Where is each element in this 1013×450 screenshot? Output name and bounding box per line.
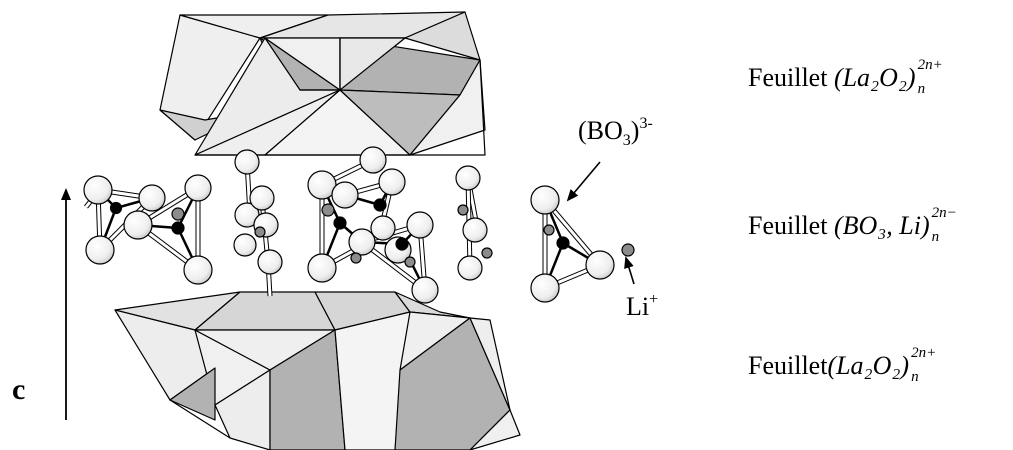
label-sheet-top-sub: n bbox=[917, 81, 926, 97]
label-sheet-middle-word: Feuillet bbox=[748, 210, 828, 240]
label-lithium: Li+ bbox=[626, 291, 659, 321]
lithium-pointer-arrow bbox=[624, 256, 635, 285]
borate-group-3 bbox=[233, 149, 283, 297]
label-sheet-middle: Feuillet (BO₃, Li)2n− n bbox=[748, 206, 964, 246]
borate-group-7 bbox=[455, 165, 493, 281]
borate-group-2 bbox=[123, 174, 213, 285]
label-sheet-bottom-sup: 2n+ bbox=[911, 345, 937, 361]
borate-group-8 bbox=[530, 185, 615, 303]
bo3-li-sheet bbox=[83, 146, 635, 304]
label-sheet-top-sup: 2n+ bbox=[917, 57, 943, 73]
label-c-axis: c bbox=[12, 373, 26, 406]
label-sheet-middle-sub: n bbox=[931, 229, 940, 245]
bottom-la2o2-sheet bbox=[114, 291, 521, 450]
label-lithium-sup: + bbox=[649, 291, 659, 308]
label-borate-base: (BO bbox=[578, 116, 623, 145]
label-borate-close: ) bbox=[630, 116, 640, 145]
lithium-ion bbox=[621, 243, 635, 257]
label-lithium-base: Li bbox=[626, 292, 650, 321]
label-sheet-bottom-formula: (La₂O₂) bbox=[827, 350, 910, 380]
label-borate: (BO3)3- bbox=[578, 115, 653, 149]
label-sheet-bottom: Feuillet(La₂O₂)2n+ n bbox=[748, 346, 943, 386]
borate-pointer-arrow bbox=[566, 161, 601, 202]
borate-group-1 bbox=[83, 175, 185, 265]
label-sheet-top: Feuillet (La₂O₂)2n+ n bbox=[748, 58, 950, 98]
label-sheet-top-formula: (La₂O₂) bbox=[833, 62, 916, 92]
label-sheet-bottom-sub: n bbox=[911, 369, 919, 385]
label-sheet-top-word: Feuillet bbox=[748, 62, 828, 92]
label-sheet-bottom-word: Feuillet bbox=[748, 350, 828, 380]
label-sheet-middle-formula: (BO₃, Li) bbox=[833, 210, 930, 240]
borate-group-4 bbox=[307, 146, 387, 283]
label-sheet-middle-sup: 2n− bbox=[931, 205, 957, 221]
label-borate-sub: 3 bbox=[622, 132, 631, 149]
label-borate-sup: 3- bbox=[639, 115, 653, 132]
borate-group-6 bbox=[348, 211, 439, 304]
top-la2o2-sheet bbox=[159, 11, 486, 156]
